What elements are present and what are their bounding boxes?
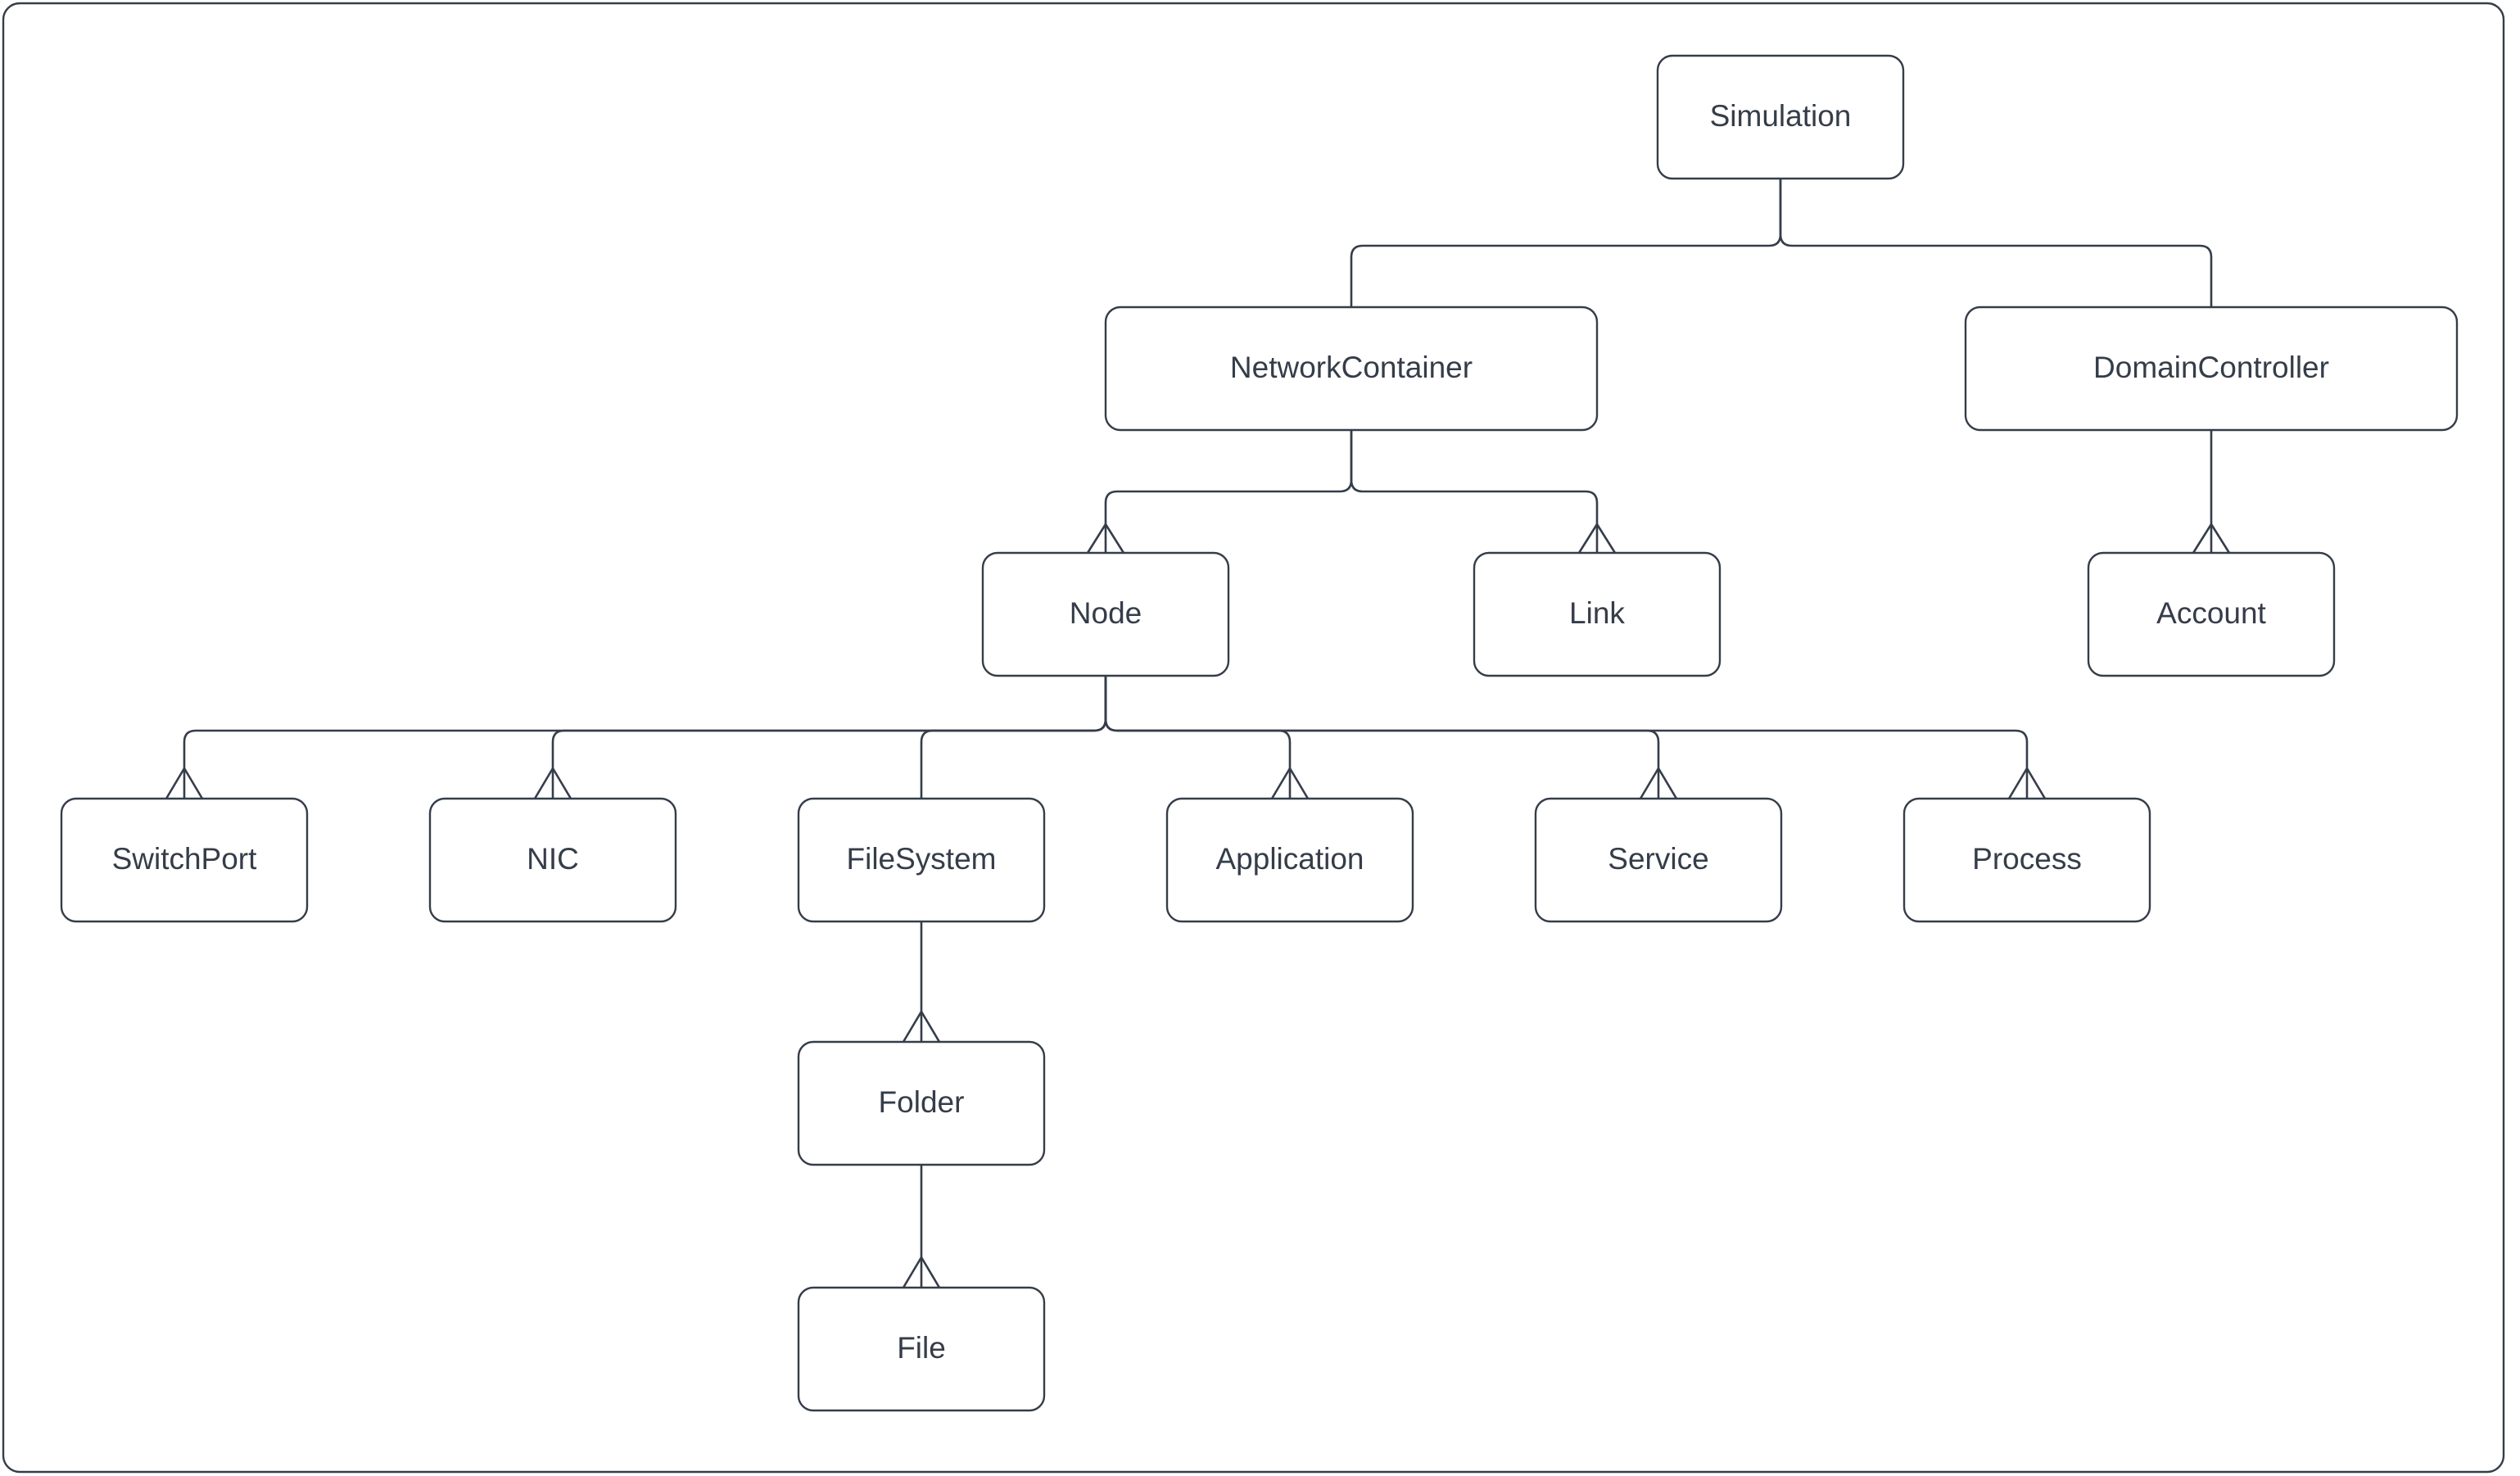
class-node-nic[interactable]: NIC: [428, 797, 677, 923]
class-node-box-service[interactable]: [1534, 797, 1783, 923]
edge-r-nc-node: [1104, 430, 1353, 553]
class-node-process[interactable]: Process: [1902, 797, 2151, 923]
generalization-arrowhead-a-link: [1577, 522, 1617, 554]
class-node-service[interactable]: Service: [1534, 797, 1783, 923]
class-node-label-link: Link: [1569, 596, 1625, 630]
generalization-arrowhead-a-nic: [533, 766, 572, 799]
class-node-box-simulation[interactable]: [1656, 54, 1905, 180]
generalization-arrowhead-a-switchport: [165, 766, 204, 799]
edges-layer: [183, 179, 2213, 1288]
class-node-box-networkcontainer[interactable]: [1104, 306, 1599, 432]
class-node-label-node: Node: [1070, 596, 1142, 630]
class-node-label-application: Application: [1215, 842, 1364, 876]
class-node-account[interactable]: Account: [2087, 551, 2336, 677]
class-node-label-networkcontainer: NetworkContainer: [1230, 351, 1473, 384]
generalization-arrowhead-a-node: [1086, 522, 1125, 554]
class-node-label-account: Account: [2156, 596, 2266, 630]
edge-r-sim-bus: [1350, 179, 1782, 307]
generalization-arrowhead-a-account: [2192, 522, 2231, 554]
class-node-box-node[interactable]: [981, 551, 1230, 677]
class-node-box-folder[interactable]: [797, 1040, 1046, 1166]
class-node-box-nic[interactable]: [428, 797, 677, 923]
class-node-switchport[interactable]: SwitchPort: [60, 797, 309, 923]
class-node-simulation[interactable]: Simulation: [1656, 54, 1905, 180]
class-node-box-switchport[interactable]: [60, 797, 309, 923]
class-node-label-domaincontroller: DomainController: [2093, 351, 2329, 384]
class-node-filesystem[interactable]: FileSystem: [797, 797, 1046, 923]
generalization-arrowhead-a-file: [902, 1255, 941, 1288]
class-node-label-filesystem: FileSystem: [847, 842, 997, 876]
class-node-file[interactable]: File: [797, 1286, 1046, 1412]
class-node-label-file: File: [897, 1331, 946, 1365]
class-node-folder[interactable]: Folder: [797, 1040, 1046, 1166]
class-node-box-process[interactable]: [1902, 797, 2151, 923]
edge-r-nc-link: [1350, 430, 1599, 553]
generalization-arrowhead-a-service: [1639, 766, 1678, 799]
class-node-link[interactable]: Link: [1473, 551, 1721, 677]
class-node-label-process: Process: [1972, 842, 2082, 876]
generalization-arrowhead-a-application: [1270, 766, 1310, 799]
edge-r-sim-dc: [1779, 179, 2213, 307]
edge-r-node-prc: [1104, 676, 2029, 799]
edge-r-node-fs: [920, 676, 1107, 799]
class-node-box-file[interactable]: [797, 1286, 1046, 1412]
class-node-label-switchport: SwitchPort: [112, 842, 258, 876]
class-node-domaincontroller[interactable]: DomainController: [1964, 306, 2459, 432]
class-node-networkcontainer[interactable]: NetworkContainer: [1104, 306, 1599, 432]
class-node-application[interactable]: Application: [1165, 797, 1414, 923]
generalization-arrowhead-a-process: [2007, 766, 2047, 799]
arrowheads-layer: [165, 522, 2231, 1288]
class-node-box-application[interactable]: [1165, 797, 1414, 923]
generalization-arrowhead-a-folder: [902, 1009, 941, 1043]
class-node-label-service: Service: [1608, 842, 1708, 876]
class-node-box-filesystem[interactable]: [797, 797, 1046, 923]
class-node-label-simulation: Simulation: [1710, 99, 1852, 133]
class-node-label-nic: NIC: [527, 842, 579, 876]
class-node-node[interactable]: Node: [981, 551, 1230, 677]
class-node-box-account[interactable]: [2087, 551, 2336, 677]
class-node-box-domaincontroller[interactable]: [1964, 306, 2459, 432]
class-node-box-link[interactable]: [1473, 551, 1721, 677]
class-node-label-folder: Folder: [879, 1085, 965, 1119]
